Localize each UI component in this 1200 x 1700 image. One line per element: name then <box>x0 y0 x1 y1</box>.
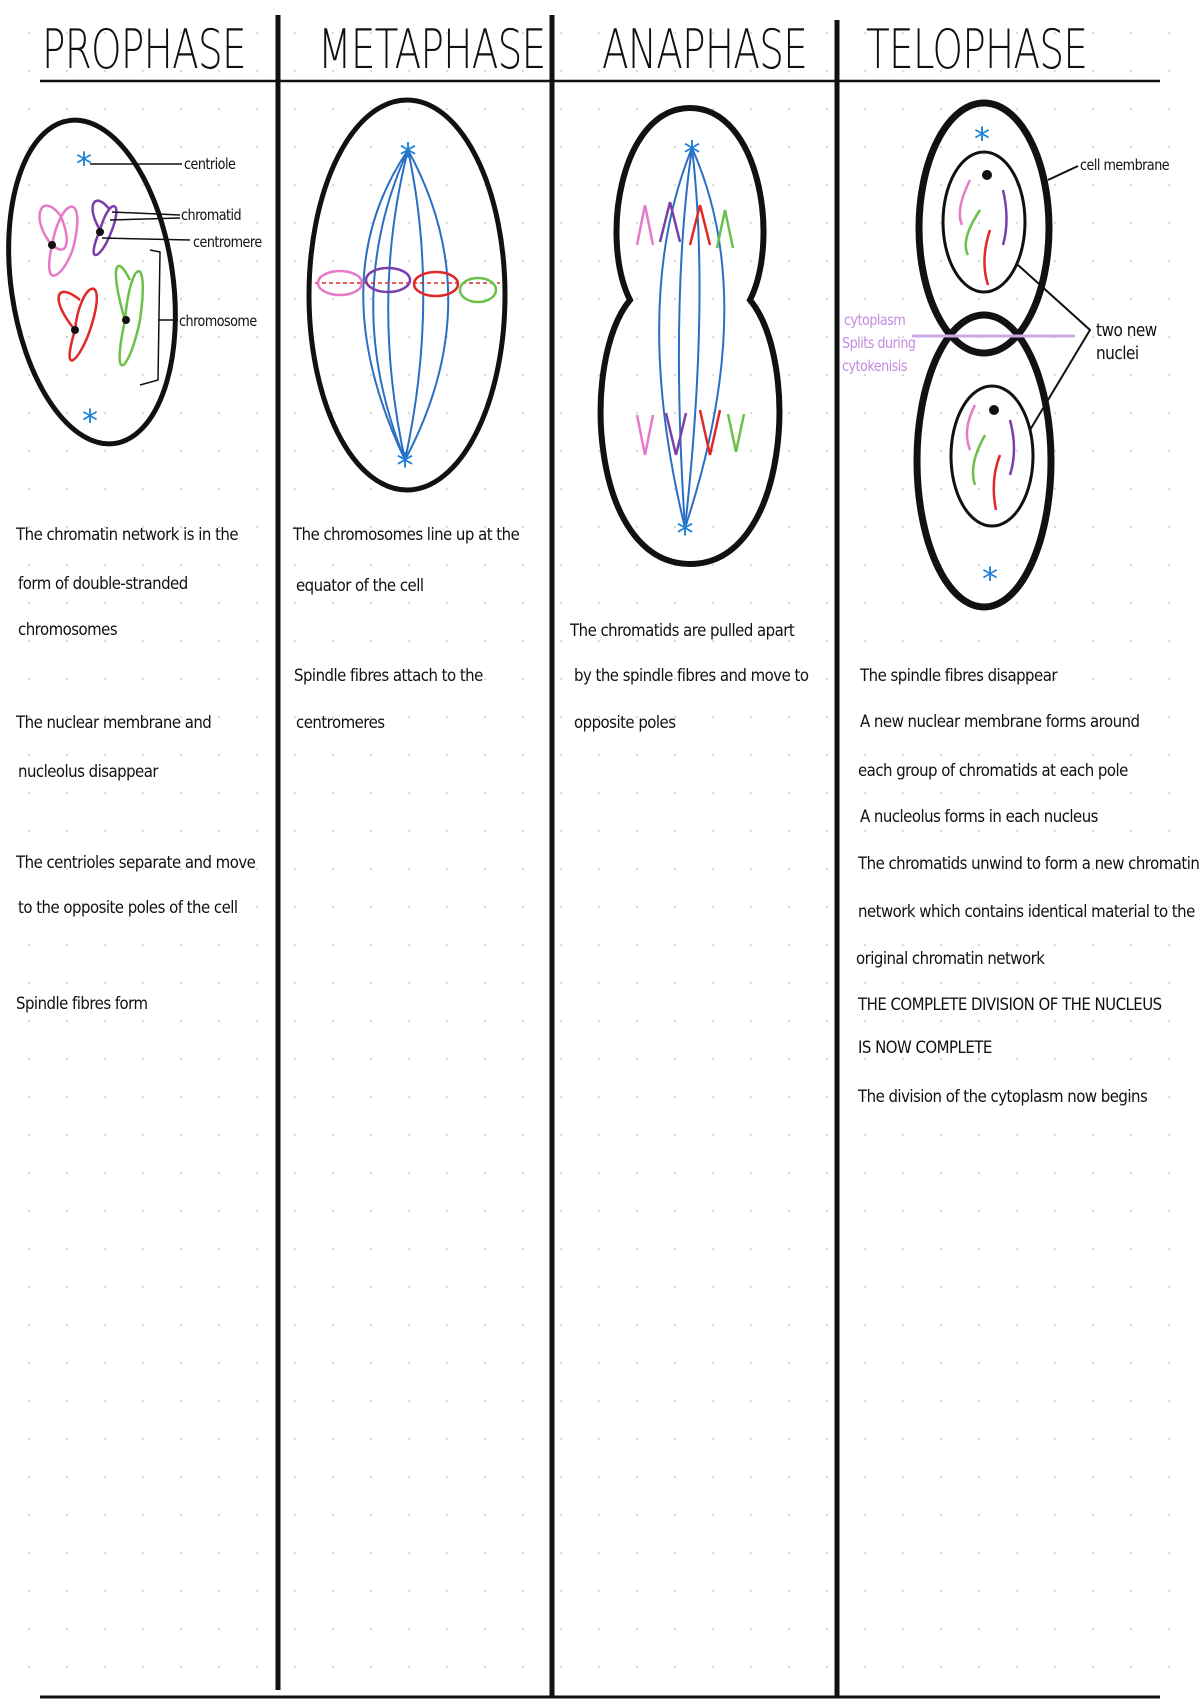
note-line: centromeres <box>296 713 385 733</box>
centriole-icon: * <box>397 446 414 486</box>
centriole-icon: * <box>677 514 694 554</box>
note-line: original chromatin network <box>856 949 1045 969</box>
telophase-title: TELOPHASE <box>866 18 1088 81</box>
note-line: by the spindle fibres and move to <box>574 666 809 686</box>
prophase-title: PROPHASE <box>42 18 247 81</box>
note-line: The spindle fibres disappear <box>860 666 1057 686</box>
note-line: form of double-stranded <box>18 574 188 594</box>
label-centriole: centriole <box>184 155 236 173</box>
note-line: Spindle fibres attach to the <box>294 666 483 686</box>
note-line: The chromatids unwind to form a new chro… <box>858 854 1200 874</box>
metaphase-cell: * * <box>306 97 508 493</box>
note-line: to the opposite poles of the cell <box>18 898 238 918</box>
note-line: each group of chromatids at each pole <box>858 761 1128 781</box>
anaphase-cell: * * <box>597 104 783 568</box>
note-line: The chromatin network is in the <box>16 525 239 545</box>
note-line: nucleolus disappear <box>18 762 159 782</box>
centriole-icon: * <box>684 134 701 174</box>
note-line: The centrioles separate and move <box>16 853 256 873</box>
note-line: equator of the cell <box>296 576 424 596</box>
label-chromatid: chromatid <box>181 206 242 224</box>
note-line: chromosomes <box>18 620 118 640</box>
label-cytoplasm: cytoplasm <box>844 311 906 329</box>
label-two-new-nuclei: nuclei <box>1096 343 1139 364</box>
note-line: network which contains identical materia… <box>858 902 1195 922</box>
note-line: The division of the cytoplasm now begins <box>858 1087 1148 1107</box>
note-line: opposite poles <box>574 713 676 733</box>
label-cytoplasm: cytokenisis <box>842 357 907 375</box>
note-line: The chromosomes line up at the <box>293 525 520 545</box>
note-line: The nuclear membrane and <box>16 713 212 733</box>
anaphase-title: ANAPHASE <box>602 18 808 81</box>
centriole-icon: * <box>76 145 92 183</box>
note-line: Spindle fibres form <box>16 994 148 1014</box>
centriole-icon: * <box>82 402 98 440</box>
label-cytoplasm: Splits during <box>842 334 916 352</box>
note-line: A nucleolus forms in each nucleus <box>860 807 1098 827</box>
label-cell-membrane: cell membrane <box>1080 156 1170 174</box>
note-line: A new nuclear membrane forms around <box>860 712 1140 732</box>
note-line: The chromatids are pulled apart <box>570 621 795 641</box>
telophase-cells: * * <box>912 99 1092 611</box>
note-line: IS NOW COMPLETE <box>858 1038 992 1058</box>
centriole-icon: * <box>400 136 417 176</box>
label-chromosome: chromosome <box>179 312 257 330</box>
label-two-new-nuclei: two new <box>1096 320 1157 341</box>
column-dividers <box>275 15 840 1698</box>
label-centromere: centromere <box>193 233 262 251</box>
metaphase-title: METAPHASE <box>318 18 546 81</box>
centriole-icon: * <box>974 120 990 158</box>
prophase-cell: * * <box>6 117 191 447</box>
centriole-icon: * <box>982 560 998 598</box>
note-line: THE COMPLETE DIVISION OF THE NUCLEUS <box>858 995 1162 1015</box>
